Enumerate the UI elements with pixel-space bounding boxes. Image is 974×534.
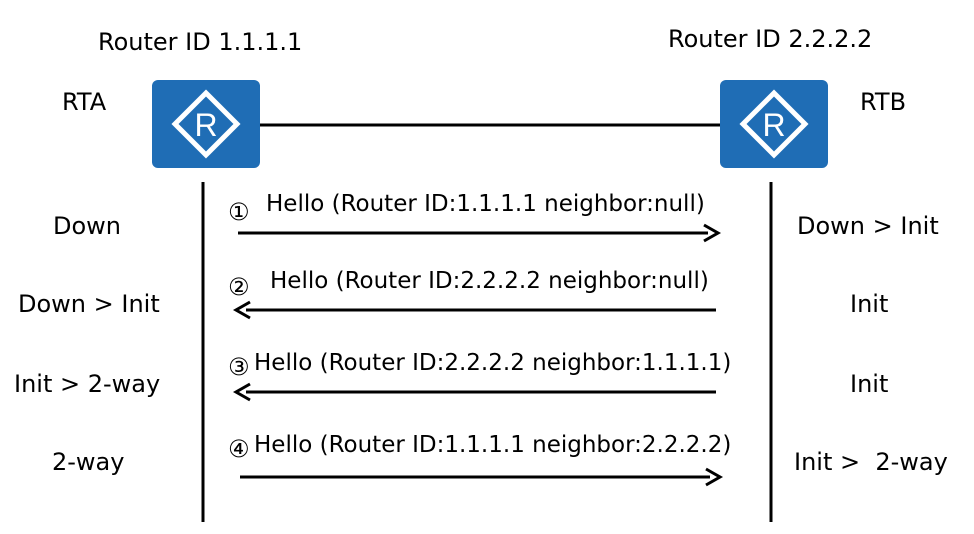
- message-arrow-2: [232, 300, 716, 320]
- message-arrow-3: [232, 382, 716, 402]
- message-arrow-4: [240, 467, 724, 487]
- rta-state-1: Down: [53, 212, 122, 240]
- rtb-state-2: Init: [850, 290, 889, 318]
- message-text-1: Hello (Router ID:1.1.1.1 neighbor:null): [266, 191, 705, 217]
- message-number-4: ④: [228, 435, 250, 463]
- rta-name: RTA: [62, 88, 107, 116]
- rta-state-3: Init > 2-way: [14, 370, 161, 398]
- message-text-2: Hello (Router ID:2.2.2.2 neighbor:null): [270, 268, 709, 294]
- message-number-3: ③: [228, 353, 250, 381]
- message-text-3: Hello (Router ID:2.2.2.2 neighbor:1.1.1.…: [254, 350, 732, 376]
- router-letter: R: [762, 107, 785, 143]
- router-letter: R: [194, 107, 217, 143]
- rtb-state-4: Init > 2-way: [794, 448, 948, 476]
- rta-router-icon: R: [152, 80, 260, 168]
- message-number-2: ②: [228, 273, 250, 301]
- message-number-1: ①: [228, 198, 250, 226]
- rtb-name: RTB: [860, 88, 907, 116]
- rta-state-4: 2-way: [52, 448, 125, 476]
- rta-router-id: Router ID 1.1.1.1: [98, 28, 303, 56]
- message-text-4: Hello (Router ID:1.1.1.1 neighbor:2.2.2.…: [254, 432, 732, 458]
- rta-state-2: Down > Init: [18, 290, 160, 318]
- message-arrow-1: [238, 223, 722, 243]
- rtb-router-id: Router ID 2.2.2.2: [668, 25, 873, 53]
- rtb-state-3: Init: [850, 370, 889, 398]
- rtb-router-icon: R: [720, 80, 828, 168]
- rtb-state-1: Down > Init: [797, 212, 939, 240]
